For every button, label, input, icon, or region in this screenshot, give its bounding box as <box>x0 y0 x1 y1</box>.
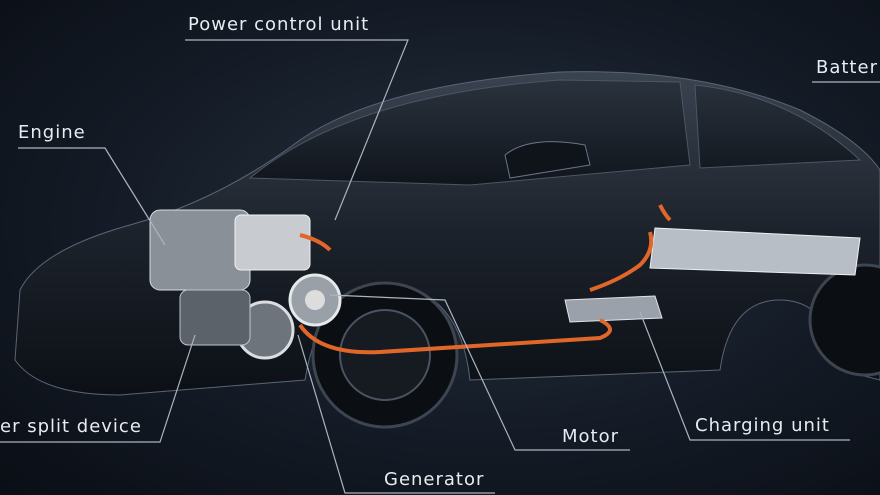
side-mirror <box>504 141 591 179</box>
charging-unit-box <box>564 295 663 323</box>
front-wheel <box>311 281 459 429</box>
engine-assembly <box>149 209 342 360</box>
leader-lines <box>0 39 880 494</box>
car-windows <box>248 79 862 186</box>
label-motor: Motor <box>562 426 620 447</box>
label-charging-unit: Charging unit <box>695 415 830 436</box>
label-power-control-unit: Power control unit <box>188 14 370 35</box>
label-power-split-device: er split device <box>0 416 142 437</box>
label-engine: Engine <box>18 122 86 143</box>
rear-wheel <box>808 263 880 377</box>
orange-cables <box>298 204 672 355</box>
label-generator: Generator <box>384 469 485 490</box>
battery-pack <box>649 227 861 276</box>
label-battery: Batter <box>816 57 878 78</box>
